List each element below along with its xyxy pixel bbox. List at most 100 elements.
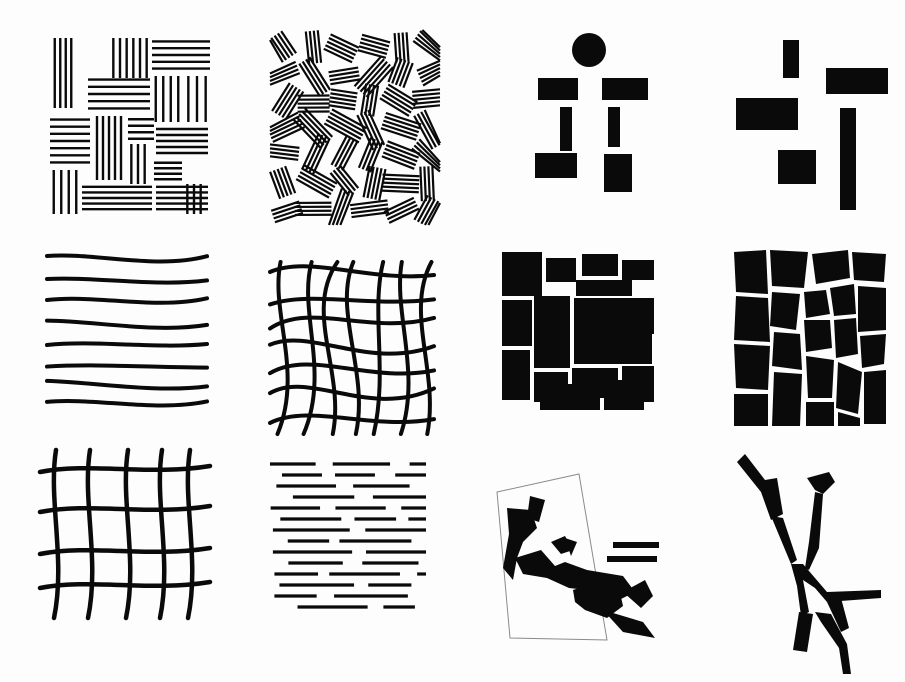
hatch-line	[362, 35, 390, 43]
wavy-line	[47, 298, 207, 302]
shard	[771, 516, 797, 564]
packed-block	[636, 298, 654, 334]
tangle-curve	[304, 262, 315, 434]
grid-horizontal-line	[40, 466, 210, 472]
shard	[737, 454, 783, 520]
wavy-line	[47, 381, 207, 389]
hatch-line	[424, 167, 425, 202]
block	[602, 78, 648, 100]
hatch-line	[413, 105, 440, 108]
hatch-line	[421, 112, 439, 145]
hatch-line	[413, 97, 440, 100]
grid-vertical-line	[54, 450, 58, 618]
wavy-line	[47, 255, 207, 261]
hatch-line	[412, 93, 440, 96]
hatch-line	[275, 85, 293, 113]
block	[608, 107, 620, 147]
packed-block	[502, 350, 530, 400]
fragment-cluster-panel	[495, 470, 670, 645]
packed-block	[576, 280, 632, 296]
tangle-curve	[270, 318, 434, 329]
circle-shape	[572, 33, 606, 67]
cell-block	[770, 250, 808, 288]
cell-block	[772, 372, 802, 426]
hatch-line	[328, 116, 363, 135]
hatch-line	[360, 42, 388, 50]
cell-block	[860, 334, 886, 368]
irregular-cells-panel	[730, 248, 890, 430]
cell-block	[838, 412, 860, 426]
hatch-line	[380, 98, 409, 116]
shard	[793, 612, 813, 652]
hatch-line	[382, 187, 419, 189]
tangled-curves-panel	[270, 262, 435, 434]
block	[783, 40, 799, 78]
cell-block	[770, 292, 800, 330]
hatch-line	[395, 33, 397, 62]
packed-block	[534, 296, 570, 368]
hatch-line	[309, 137, 326, 173]
wavy-line	[47, 321, 207, 328]
packed-block	[502, 300, 532, 346]
hatch-line	[314, 31, 317, 63]
cell-block	[804, 290, 830, 318]
hatch-line	[330, 93, 356, 97]
hatch-line	[432, 166, 433, 201]
tangle-curve	[374, 262, 383, 434]
wavy-line	[47, 279, 207, 283]
hatch-line	[382, 183, 419, 185]
hatch-line	[386, 88, 415, 106]
block	[535, 153, 577, 178]
cell-block	[836, 362, 862, 414]
cell-block	[772, 332, 802, 370]
hatch-line	[382, 191, 419, 193]
hatch-line	[306, 31, 309, 63]
block	[560, 107, 572, 151]
block	[778, 150, 816, 184]
hatch-line	[331, 89, 357, 93]
hatch-line	[270, 156, 298, 159]
sparse-blocks-panel	[730, 38, 895, 218]
hatch-line	[361, 39, 389, 47]
packed-block	[540, 384, 600, 410]
wavy-line	[47, 401, 207, 405]
grid-horizontal-line	[40, 548, 210, 554]
hatch-line	[359, 46, 387, 54]
hatch-line	[403, 33, 405, 62]
hatch-line	[384, 91, 413, 109]
block	[604, 154, 632, 192]
shard	[807, 472, 835, 494]
hatch-line	[306, 59, 327, 92]
cell-block	[858, 286, 886, 332]
packed-block	[622, 260, 654, 280]
block	[736, 98, 798, 130]
grid-horizontal-line	[40, 582, 210, 588]
hatch-line	[412, 89, 440, 92]
fragment	[603, 610, 655, 638]
dense-random-hatching-panel	[270, 30, 440, 225]
hatch-line	[428, 166, 429, 201]
block	[538, 78, 578, 100]
packed-block	[582, 254, 618, 276]
wavy-line	[47, 343, 207, 345]
hatch-line	[303, 62, 324, 95]
branching-shards-panel	[735, 452, 885, 677]
cell-block	[812, 250, 850, 284]
hatch-line	[420, 167, 421, 202]
hatch-line	[300, 172, 333, 191]
tangle-curve	[278, 262, 288, 434]
packed-rectangles-panel	[498, 250, 658, 414]
hatch-line	[330, 97, 356, 101]
wavy-line	[47, 365, 207, 367]
hatch-line	[383, 175, 420, 177]
wavy-grid-panel	[40, 450, 210, 620]
cell-block	[806, 356, 834, 398]
grid-horizontal-line	[40, 506, 210, 512]
tangle-curve	[270, 299, 434, 305]
cell-block	[852, 252, 886, 282]
cell-block	[806, 402, 834, 426]
grid-vertical-line	[126, 450, 130, 618]
hatch-line	[272, 83, 290, 111]
hatch-line	[329, 101, 355, 105]
